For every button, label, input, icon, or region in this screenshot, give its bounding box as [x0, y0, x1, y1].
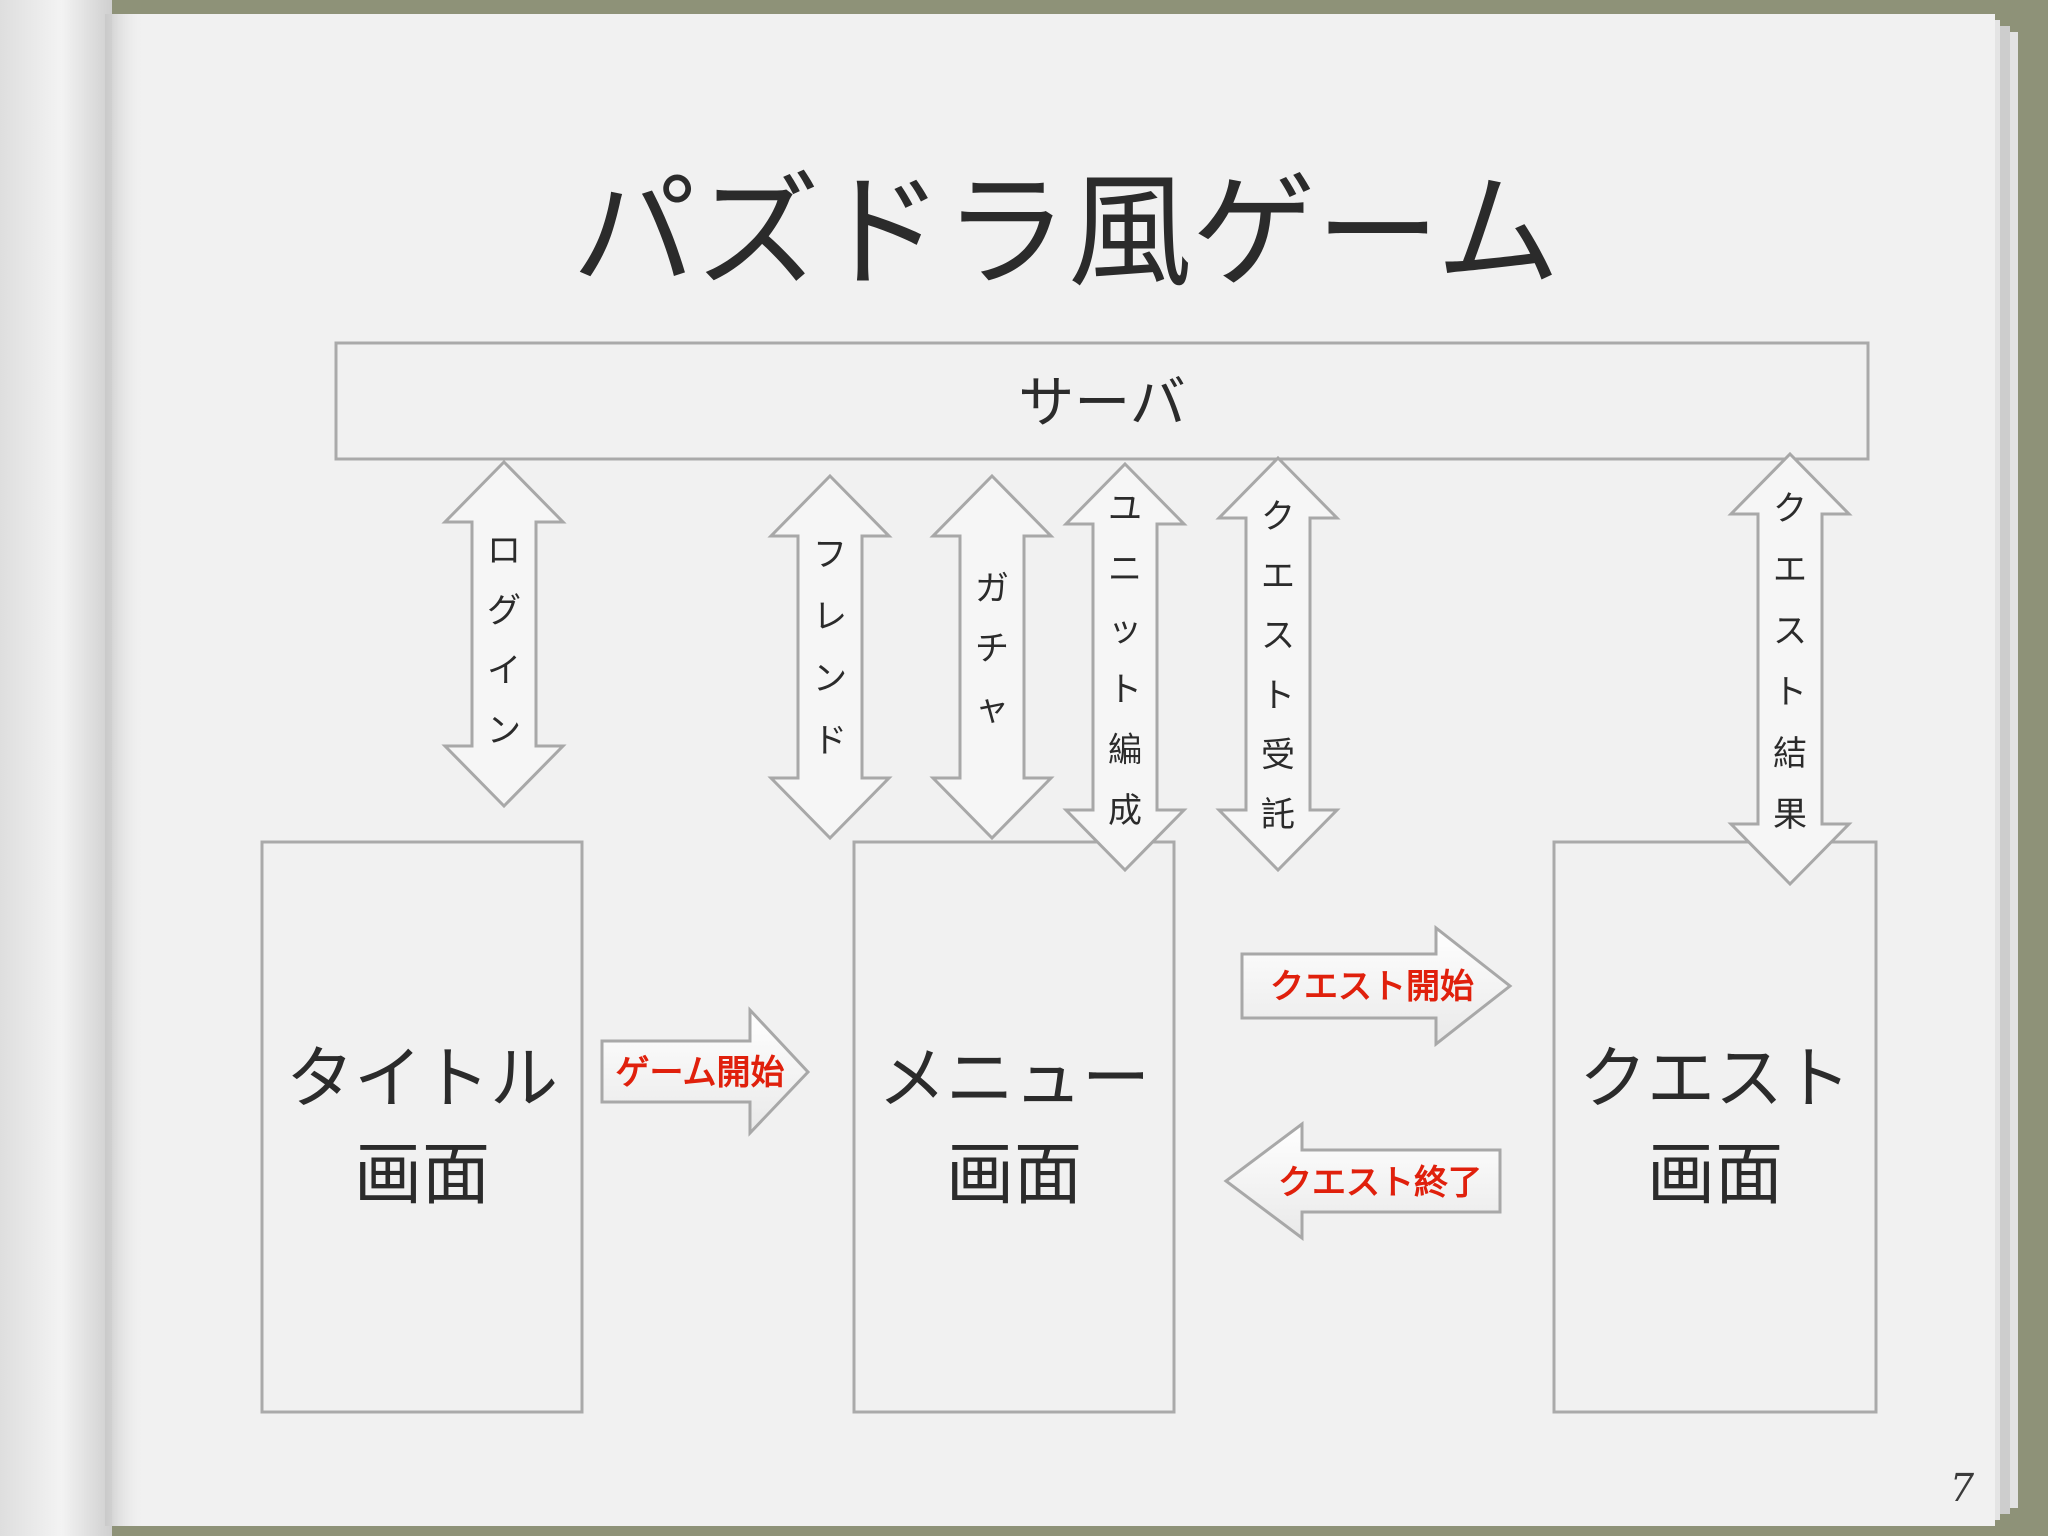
- transition-label: ゲーム開始: [616, 1053, 785, 1093]
- server-link-label: クエスト受託: [1261, 497, 1295, 835]
- server-link-char: 果: [1773, 795, 1807, 835]
- server-link-unit-formation: ユニット編成: [1062, 461, 1188, 873]
- server-link-char: 成: [1108, 791, 1142, 831]
- server-link-label: ユニット編成: [1108, 489, 1142, 831]
- server-link-label: ログイン: [487, 531, 521, 751]
- transition-quest-start: クエスト開始: [1240, 924, 1513, 1048]
- page-number: 7: [1949, 1466, 1974, 1510]
- server-link-friend: フレンド: [767, 473, 893, 841]
- server-link-char: レ: [813, 597, 847, 637]
- server-link-quest-result: クエスト結果: [1727, 451, 1853, 887]
- server-link-char: ッ: [1108, 610, 1142, 650]
- title-screen: タイトル 画面: [260, 840, 584, 1414]
- menu-screen-label-line1: メニュー: [878, 1040, 1150, 1119]
- server-link-char: ス: [1261, 616, 1295, 656]
- arrow-left-icon: [1223, 1121, 1502, 1241]
- quest-screen-box: [1552, 840, 1878, 1414]
- quest-screen-label-line1: クエスト: [1579, 1040, 1851, 1119]
- server-link-char: ト: [1773, 673, 1807, 713]
- quest-screen-label-line2: 画面: [1647, 1136, 1783, 1215]
- server-link-char: ト: [1261, 676, 1295, 716]
- server-link-char: ド: [813, 721, 847, 761]
- menu-screen-label-line2: 画面: [946, 1136, 1082, 1215]
- main-page: [105, 14, 1995, 1526]
- transition-game-start: ゲーム開始: [600, 1006, 811, 1137]
- double-arrow-icon: [929, 473, 1055, 841]
- server-link-char: ニ: [1108, 549, 1142, 589]
- page-gutter: [105, 14, 145, 1526]
- double-arrow-icon: [767, 473, 893, 841]
- slide-title: パズドラ風ゲーム: [572, 161, 1560, 305]
- transition-label: クエスト開始: [1270, 967, 1474, 1007]
- server-link-char: ク: [1773, 489, 1807, 529]
- transition-quest-end: クエスト終了: [1223, 1121, 1502, 1241]
- server-link-char: フ: [813, 535, 847, 575]
- server-link-char: ロ: [487, 531, 521, 571]
- server-link-label: クエスト結果: [1773, 489, 1807, 835]
- server-link-label: ガチャ: [975, 569, 1009, 729]
- double-arrow-icon: [1062, 461, 1188, 873]
- page-edge: [2010, 32, 2018, 1508]
- server-link-login: ログイン: [441, 459, 567, 809]
- server-link-gacha: ガチャ: [929, 473, 1055, 841]
- server-link-char: ス: [1773, 611, 1807, 651]
- server-link-label: フレンド: [813, 535, 847, 761]
- server-link-char: エ: [1773, 550, 1807, 590]
- server-label: サーバ: [1018, 371, 1185, 436]
- server-link-char: イ: [487, 651, 521, 691]
- server-link-char: ガ: [975, 569, 1009, 609]
- title-screen-label-line2: 画面: [354, 1136, 490, 1215]
- double-arrow-icon: [1215, 455, 1341, 873]
- server-link-char: 託: [1261, 795, 1295, 835]
- page-edge: [2000, 26, 2010, 1514]
- server-link-quest-accept: クエスト受託: [1215, 455, 1341, 873]
- arrow-right-icon: [600, 1006, 811, 1137]
- server-link-char: ン: [813, 659, 847, 699]
- title-screen-box: [260, 840, 584, 1414]
- server-link-char: ユ: [1108, 489, 1142, 529]
- double-arrow-icon: [441, 459, 567, 809]
- server-link-char: チ: [975, 629, 1009, 669]
- title-screen-label-line1: タイトル: [286, 1040, 558, 1119]
- server-link-char: ャ: [975, 689, 1009, 729]
- menu-screen: メニュー 画面: [852, 840, 1176, 1414]
- server-link-char: 結: [1773, 734, 1807, 774]
- server-link-char: 編: [1108, 731, 1142, 771]
- menu-screen-box: [852, 840, 1176, 1414]
- left-page-curl: [0, 0, 112, 1536]
- server-link-char: ト: [1108, 670, 1142, 710]
- server-box: [334, 341, 1870, 461]
- server-link-char: 受: [1261, 735, 1295, 775]
- quest-screen: クエスト 画面: [1552, 840, 1878, 1414]
- double-arrow-icon: [1727, 451, 1853, 887]
- server-link-char: グ: [487, 591, 521, 631]
- transition-label: クエスト終了: [1278, 1163, 1482, 1203]
- server-link-char: エ: [1261, 557, 1295, 597]
- arrow-right-icon: [1240, 924, 1513, 1048]
- server-link-char: ン: [487, 711, 521, 751]
- server-link-char: ク: [1261, 497, 1295, 537]
